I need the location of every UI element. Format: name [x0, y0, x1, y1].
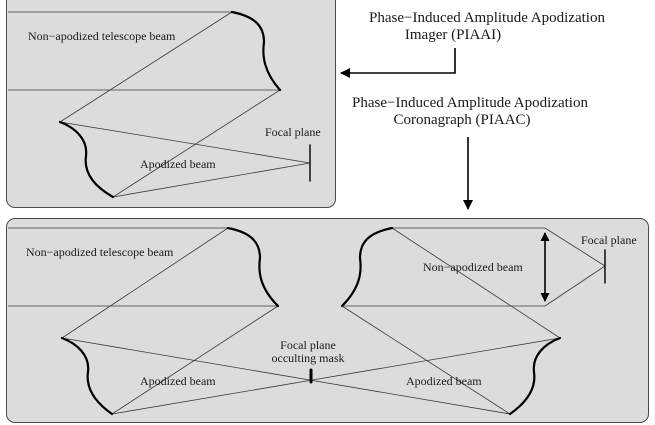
piaai-heading-line2: Imager (PIAAI): [405, 27, 501, 43]
piaac-cross-ray-1: [61, 337, 511, 415]
piaai-ray-1: [59, 11, 233, 123]
piaac-focal-mask-label-line2: occulting mask: [272, 351, 345, 365]
piaai-panel: [6, 0, 336, 208]
piaac-focal-plane-label: Focal plane: [581, 233, 637, 247]
piaac-right-primary-mirror: [340, 226, 394, 308]
piaai-optics: [8, 10, 311, 199]
piaac-left-primary-mirror: [226, 226, 280, 308]
piaai-ray-3: [59, 121, 311, 164]
piaac-focal-mask-label-line1: Focal plane: [280, 338, 336, 352]
piaac-cross-ray-2: [111, 337, 561, 415]
piaac-optics: [8, 226, 606, 416]
piaac-non-apodized-left-label: Non−apodized telescope beam: [26, 245, 174, 259]
piaai-focal-plane-label: Focal plane: [265, 125, 321, 139]
piaai-heading-line1: Phase−Induced Amplitude Apodization: [369, 10, 605, 26]
piaac-right-converge-2: [544, 265, 606, 307]
piaac-right-converge-1: [544, 227, 606, 267]
piaac-non-apodized-right-label: Non−apodized beam: [423, 260, 523, 274]
piaac-right-ray-1: [391, 227, 561, 339]
piaai-apodized-label: Apodized beam: [140, 157, 216, 171]
piaac-left-ray-2: [111, 305, 279, 415]
piaac-heading-line2: Coronagraph (PIAAC): [393, 112, 530, 128]
piaac-left-secondary-mirror: [60, 336, 114, 416]
piaac-apodized-right-label: Apodized beam: [406, 374, 482, 388]
piaac-right-ray-2: [341, 305, 511, 415]
piaai-ray-2: [112, 89, 281, 198]
piaai-secondary-mirror: [58, 120, 115, 199]
piaac-right-secondary-mirror: [508, 336, 562, 416]
piaac-apodized-left-label: Apodized beam: [140, 374, 216, 388]
piaac-left-ray-1: [61, 227, 229, 339]
piaac-heading-line1: Phase−Induced Amplitude Apodization: [352, 95, 588, 111]
piaai-ray-4: [112, 162, 311, 198]
piaai-pointer-arrow: [340, 48, 456, 78]
piaai-primary-mirror: [230, 10, 282, 92]
piaai-non-apodized-label: Non−apodized telescope beam: [28, 29, 176, 43]
